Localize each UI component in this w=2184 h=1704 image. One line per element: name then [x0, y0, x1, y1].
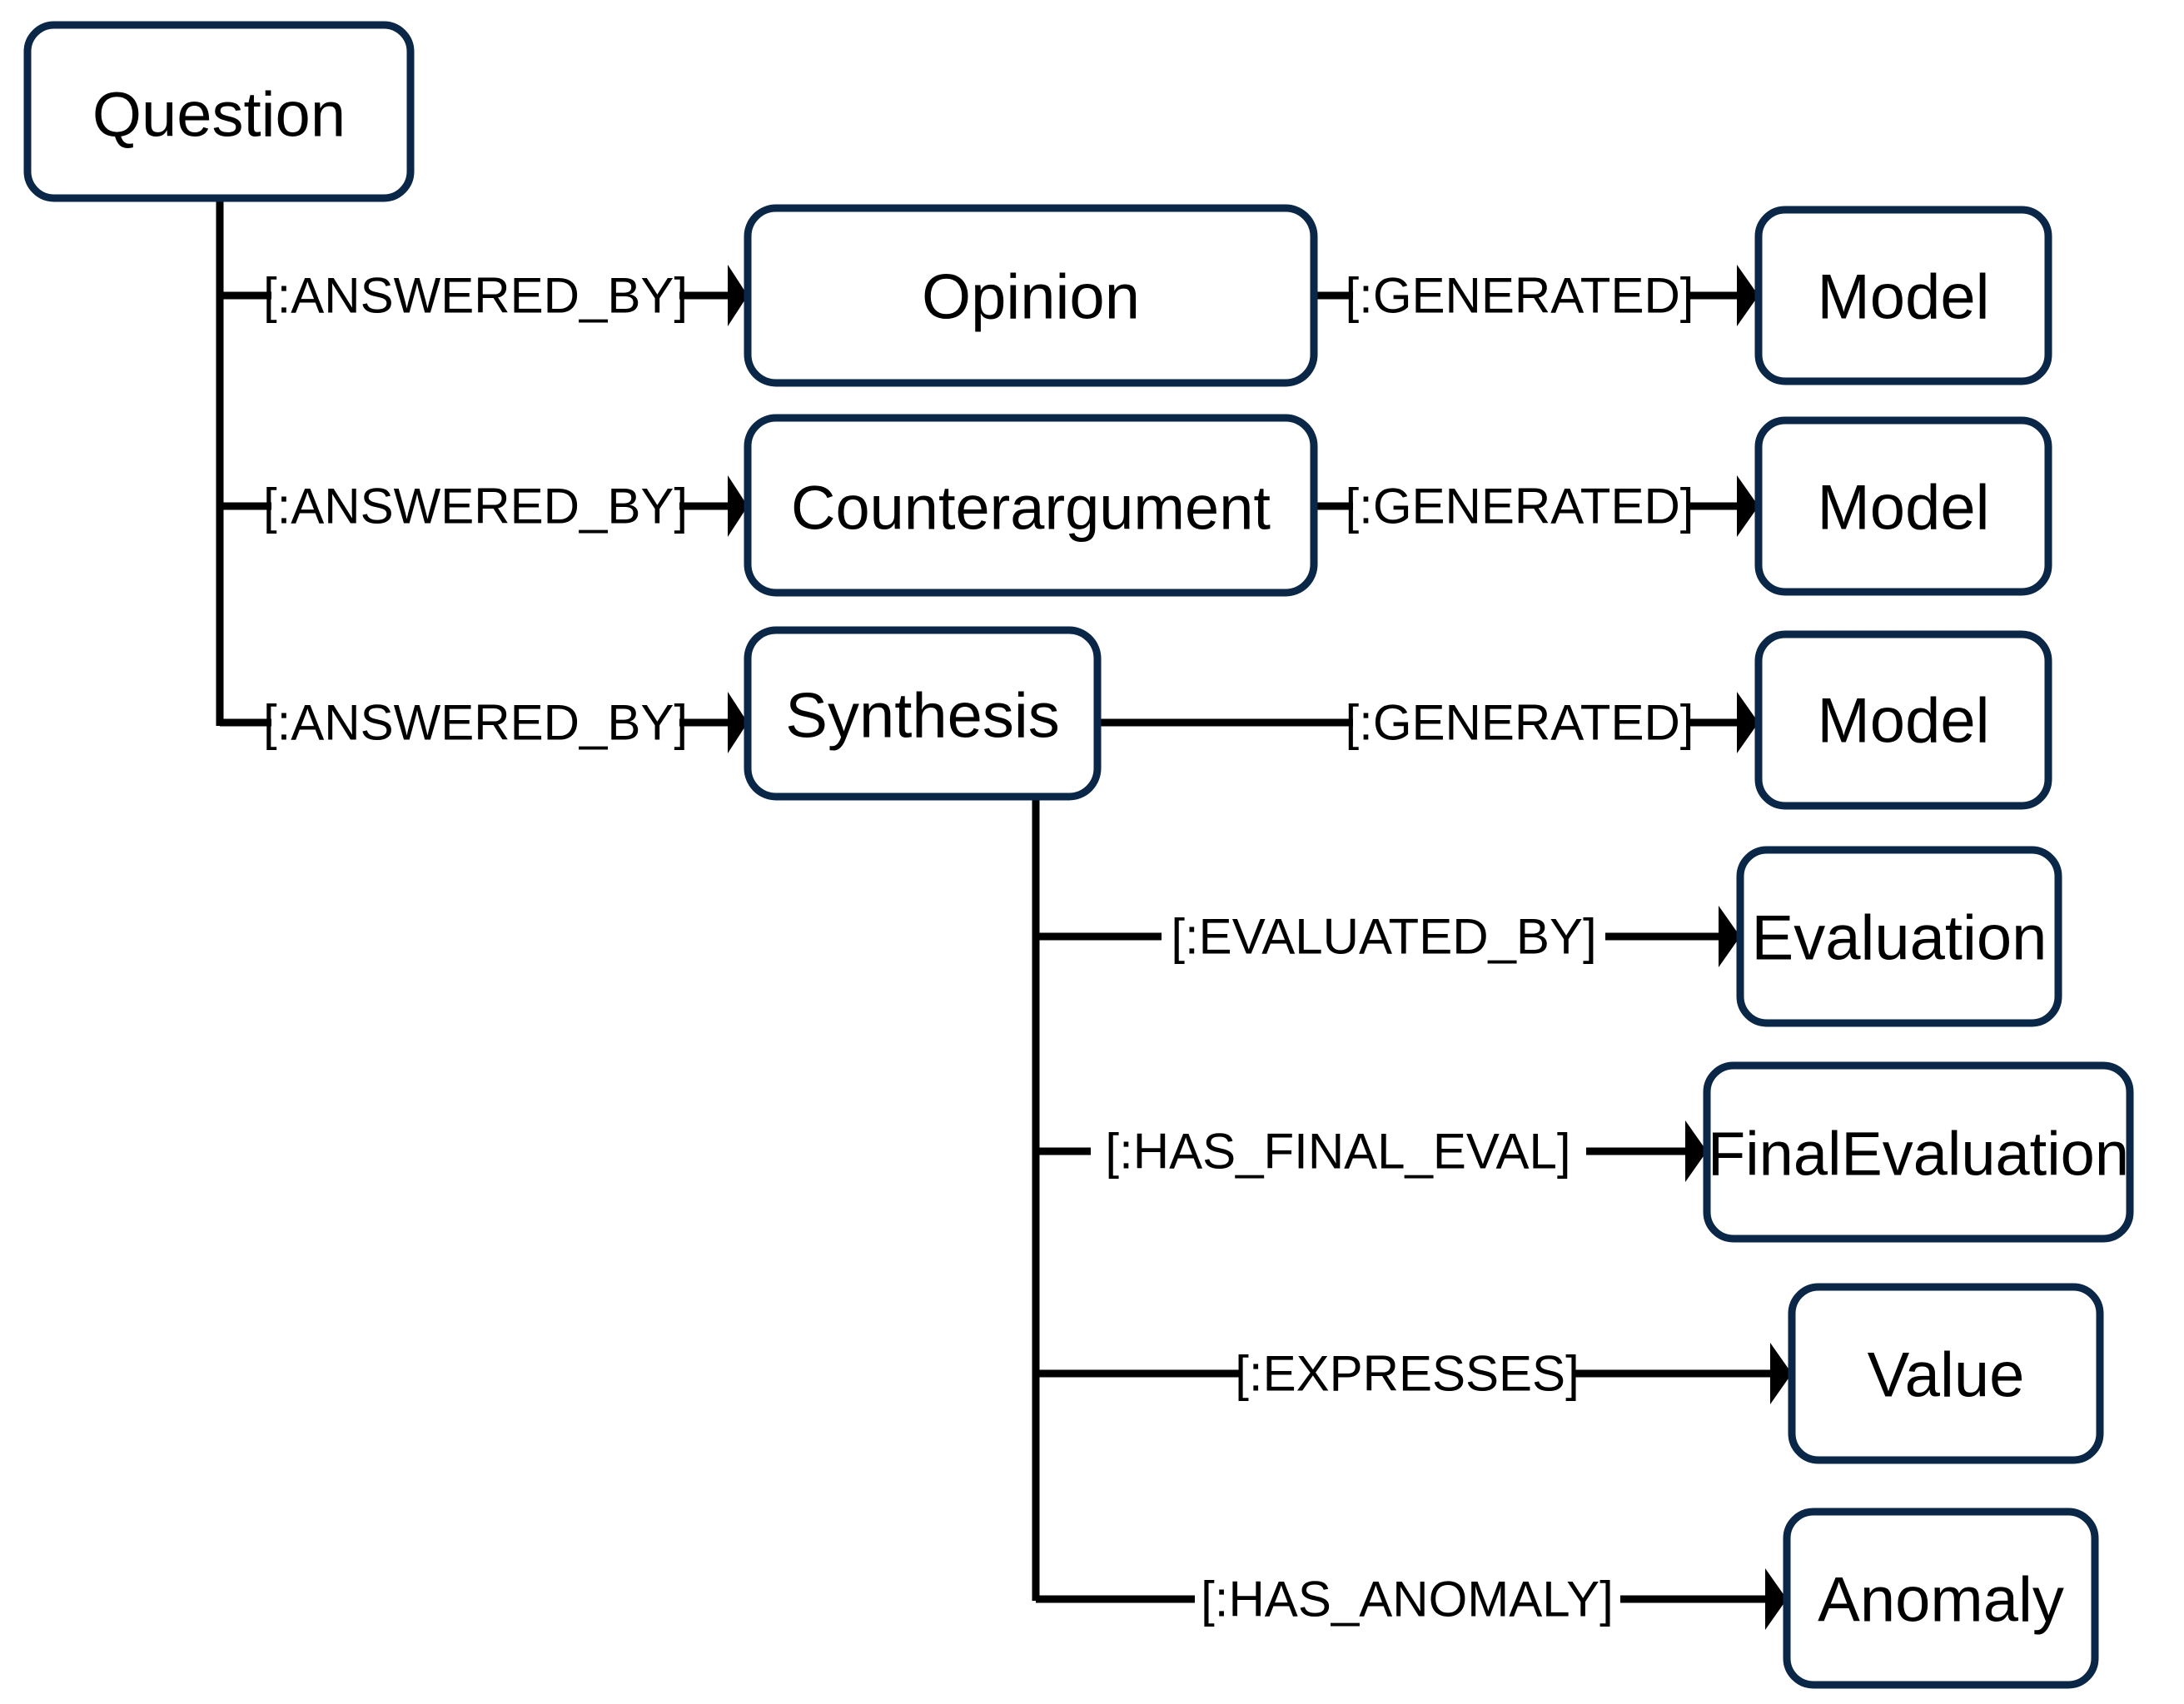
node-model-2-label: Model: [1818, 473, 1990, 544]
node-synthesis[interactable]: Synthesis: [744, 626, 1102, 801]
edge-label-answered-by-opinion: [:ANSWERED_BY]: [263, 268, 688, 324]
node-evaluation[interactable]: Evaluation: [1736, 846, 2062, 1027]
node-model-1-rect[interactable]: [1754, 206, 2052, 385]
node-synthesis-rect[interactable]: [744, 626, 1102, 801]
edge-e1-arrowhead: [728, 265, 748, 326]
node-counterargument[interactable]: Counterargument: [744, 414, 1318, 597]
edge-e3-arrowhead: [728, 692, 748, 753]
node-evaluation-rect[interactable]: [1736, 846, 2062, 1027]
edge-label-expresses: [:EXPRESSES]: [1235, 1346, 1580, 1402]
edge-e4-arrowhead: [1737, 265, 1759, 326]
node-anomaly-label: Anomaly: [1818, 1565, 2064, 1636]
edge-e5-arrowhead: [1737, 475, 1759, 537]
edge-e7-arrowhead: [1719, 906, 1740, 967]
node-anomaly[interactable]: Anomaly: [1783, 1508, 2099, 1689]
edge-label-has-anomaly: [:HAS_ANOMALY]: [1201, 1572, 1614, 1627]
node-opinion-label: Opinion: [922, 262, 1140, 333]
node-anomaly-rect[interactable]: [1783, 1508, 2099, 1689]
node-question-label: Question: [92, 80, 346, 151]
node-value-label: Value: [1868, 1340, 2025, 1411]
edge-e2-arrowhead: [728, 475, 748, 537]
edge-label-answered-by-counterargument: [:ANSWERED_BY]: [263, 479, 688, 534]
node-model-3-label: Model: [1818, 686, 1990, 757]
edge-label-answered-by-synthesis: [:ANSWERED_BY]: [263, 695, 688, 751]
edge-e6-arrowhead: [1737, 692, 1759, 753]
node-opinion[interactable]: Opinion: [744, 204, 1318, 387]
edge-label-generated-model-1: [:GENERATED]: [1346, 268, 1694, 324]
node-model-1[interactable]: Model: [1754, 206, 2052, 385]
node-model-3-rect[interactable]: [1754, 630, 2052, 810]
node-value-rect[interactable]: [1788, 1283, 2104, 1464]
node-question-rect[interactable]: [23, 21, 415, 202]
edge-label-evaluated-by: [:EVALUATED_BY]: [1171, 909, 1596, 965]
edge-group-question-branches: [:ANSWERED_BY] [:ANSWERED_BY] [:ANSWERED…: [216, 196, 748, 753]
edge-label-has-final-eval: [:HAS_FINAL_EVAL]: [1105, 1124, 1570, 1180]
node-model-2[interactable]: Model: [1754, 416, 2052, 596]
node-counterargument-label: Counterargument: [791, 474, 1271, 543]
edge-label-generated-model-3: [:GENERATED]: [1346, 695, 1694, 751]
node-opinion-rect[interactable]: [744, 204, 1318, 387]
node-synthesis-label: Synthesis: [785, 681, 1060, 752]
node-model-2-rect[interactable]: [1754, 416, 2052, 596]
node-finalevaluation[interactable]: FinalEvaluation: [1703, 1061, 2134, 1243]
edge-group-generated: [:GENERATED] [:GENERATED] [:GENERATED]: [1097, 265, 1759, 753]
edge-e9-arrowhead: [1770, 1343, 1792, 1404]
node-model-3[interactable]: Model: [1754, 630, 2052, 810]
edge-e8-arrowhead: [1685, 1120, 1707, 1182]
edge-group-synthesis-branches: [:EVALUATED_BY] [:HAS_FINAL_EVAL] [:EXPR…: [1032, 795, 1792, 1630]
node-value[interactable]: Value: [1788, 1283, 2104, 1464]
node-question[interactable]: Question: [23, 21, 415, 202]
edge-label-generated-model-2: [:GENERATED]: [1346, 479, 1694, 534]
edge-e10-arrowhead: [1765, 1568, 1787, 1630]
node-evaluation-label: Evaluation: [1752, 903, 2047, 974]
node-finalevaluation-rect[interactable]: [1703, 1061, 2134, 1243]
node-finalevaluation-label: FinalEvaluation: [1708, 1120, 2129, 1189]
node-model-1-label: Model: [1818, 262, 1990, 333]
node-counterargument-rect[interactable]: [744, 414, 1318, 597]
